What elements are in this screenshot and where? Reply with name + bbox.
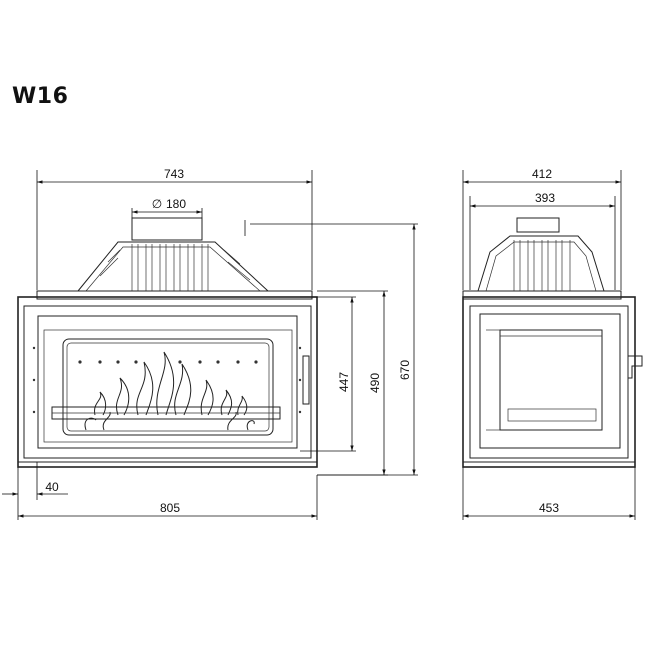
dim-body-height: 490 (368, 373, 382, 393)
side-hood-ribs (513, 240, 571, 291)
front-frame (17, 296, 318, 468)
front-door-handle (302, 355, 310, 405)
front-view: 743 ∅ 180 447 490 670 40 805 (2, 167, 418, 520)
dim-depth-bottom: 453 (539, 501, 559, 515)
side-frame (462, 296, 636, 468)
dim-width-top: 743 (164, 167, 184, 181)
model-title: W16 (12, 84, 69, 109)
flue-collar (131, 217, 203, 241)
dim-flue-diameter: 180 (166, 197, 186, 211)
side-flue-collar (516, 217, 560, 233)
dim-flue-symbol: ∅ (152, 197, 162, 211)
flames (84, 351, 255, 431)
front-hood (77, 241, 269, 292)
front-rivets (32, 346, 302, 414)
side-handle (628, 355, 643, 379)
dim-depth-top: 412 (532, 167, 552, 181)
side-chamber (499, 329, 603, 431)
side-view: 412 393 453 (462, 167, 643, 520)
dim-width-bottom: 805 (160, 501, 180, 515)
front-door (37, 315, 298, 449)
front-glass (62, 338, 274, 436)
dim-total-height: 670 (398, 360, 412, 380)
dim-left-offset: 40 (45, 480, 59, 494)
side-hood (477, 235, 605, 292)
dim-door-height: 447 (337, 372, 351, 392)
front-hood-ribs (99, 244, 251, 291)
dim-depth-inner: 393 (535, 191, 555, 205)
